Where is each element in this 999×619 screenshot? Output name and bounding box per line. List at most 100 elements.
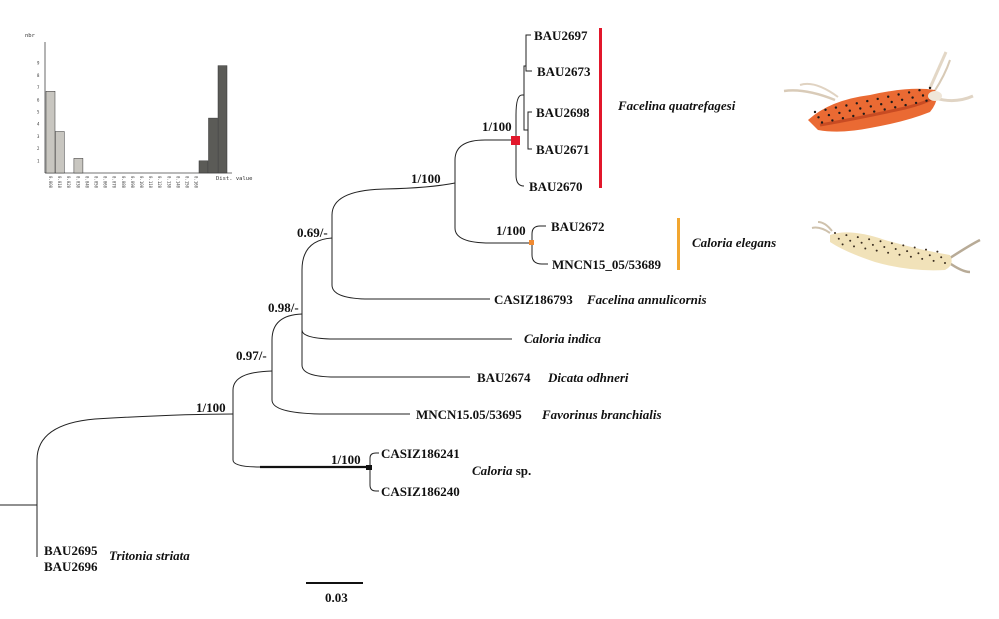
ingroup-branch xyxy=(36,413,234,505)
branch-casiz186240 xyxy=(369,467,379,492)
specimen-spot xyxy=(887,251,890,254)
support-values: 1/100 1/100 1/100 0.69/- 0.98/- 0.97/- 1… xyxy=(196,119,526,467)
histogram-x-tick: 0.030 xyxy=(75,176,80,189)
caloria-elegans-photo xyxy=(811,221,981,274)
histogram-y-label: nbr xyxy=(25,33,36,39)
tip-casiz186241: CASIZ186241 xyxy=(381,446,460,461)
specimen-spot xyxy=(864,247,867,250)
scale-bar-label: 0.03 xyxy=(325,590,348,605)
support-node-069: 0.69/- xyxy=(297,225,328,240)
histogram-x-tick: 0.010 xyxy=(57,176,62,189)
histogram-x-tick: 0.070 xyxy=(112,176,117,189)
specimen-spot xyxy=(841,117,845,120)
tip-mncn15-05-53689: MNCN15_05/53689 xyxy=(552,257,662,272)
histogram-x-tick: 0.110 xyxy=(148,176,153,189)
scale-bar: 0.03 xyxy=(306,582,363,605)
specimen-spot xyxy=(852,114,855,118)
specimen-spot xyxy=(859,107,862,110)
support-node-098: 0.98/- xyxy=(268,300,299,315)
tip-bau2674: BAU2674 xyxy=(477,370,531,385)
species-caloria-sp-genus: Caloria xyxy=(472,463,513,478)
histogram-y-tick: 1 xyxy=(37,158,40,163)
specimen-spot xyxy=(824,108,827,112)
species-tritonia-striata: Tritonia striata xyxy=(109,548,190,563)
histogram-bar-dark xyxy=(208,117,218,174)
quatrefagesi-node-marker xyxy=(511,136,520,145)
specimen-spot xyxy=(921,94,925,97)
histogram-x-tick: 0.160 xyxy=(194,176,199,189)
specimen-spot xyxy=(898,253,901,256)
branch-to-elegans xyxy=(454,183,532,244)
specimen-spot xyxy=(907,91,911,94)
histogram-x-tick: 0.020 xyxy=(66,176,71,189)
specimen-spot xyxy=(869,105,872,108)
specimen-spot xyxy=(890,100,893,104)
branch-to-069 xyxy=(301,237,333,314)
tree-branches xyxy=(0,34,548,557)
tip-labels: BAU2697 BAU2673 BAU2698 BAU2671 BAU2670 … xyxy=(44,28,662,574)
specimen-spot xyxy=(936,250,939,253)
specimen-spot xyxy=(834,232,836,234)
specimen-spot xyxy=(932,259,935,262)
histogram-y-tick: 5 xyxy=(37,110,40,115)
tip-bau2695: BAU2695 xyxy=(44,543,98,558)
specimen-spot xyxy=(904,103,907,107)
specimen-spot xyxy=(845,104,848,107)
branch-to-quatrefagesi xyxy=(454,139,516,183)
branch-caloria-indica xyxy=(301,314,512,340)
specimen-spot xyxy=(820,121,824,124)
support-ingroup: 1/100 xyxy=(196,400,226,415)
specimen-spot xyxy=(925,248,927,251)
qf-upper xyxy=(515,94,524,140)
specimen-spot xyxy=(928,86,932,90)
tip-bau2697: BAU2697 xyxy=(534,28,588,43)
histogram-bar-dark xyxy=(198,160,209,174)
histogram-bar-dark xyxy=(217,65,228,174)
specimen-spot xyxy=(928,254,931,257)
specimen-spot xyxy=(817,116,820,119)
tip-bau2673: BAU2673 xyxy=(537,64,591,79)
tip-bau2670: BAU2670 xyxy=(529,179,582,194)
branch-bau2698 xyxy=(527,111,532,130)
specimen-spot xyxy=(868,238,871,241)
branch-bau2697 xyxy=(525,34,531,66)
histogram-x-tick: 0.040 xyxy=(84,176,89,189)
histogram-x-tick: 0.090 xyxy=(130,176,135,189)
specimen-spot xyxy=(894,106,897,109)
species-caloria-indica: Caloria indica xyxy=(524,331,601,346)
histogram-x-label: Dist. value xyxy=(216,176,252,182)
histogram-y-tick: 3 xyxy=(37,134,40,139)
histogram-bar-light xyxy=(45,91,56,174)
specimen-spot xyxy=(845,234,848,237)
specimen-spot xyxy=(827,113,831,117)
species-dicata-odhneri: Dicata odhneri xyxy=(547,370,629,385)
support-quatrefagesi: 1/100 xyxy=(482,119,512,134)
species-facelina-annulicornis: Facelina annulicornis xyxy=(586,292,707,307)
tip-bau2698: BAU2698 xyxy=(536,105,590,120)
histogram-x-tick: 0.120 xyxy=(157,176,162,189)
specimen-spot xyxy=(917,252,920,255)
species-facelina-quatrefagesi: Facelina quatrefagesi xyxy=(617,98,736,113)
histogram-x-tick: 0.000 xyxy=(48,176,53,189)
histogram-y-tick: 2 xyxy=(37,146,40,151)
specimen-spot xyxy=(897,93,900,96)
specimen-spot xyxy=(880,103,883,106)
elegans-clade-bar xyxy=(677,218,680,270)
specimen-spot xyxy=(918,89,921,92)
histogram-x-tick: 0.150 xyxy=(185,176,190,189)
histogram-y-tick: 8 xyxy=(37,73,40,78)
specimen-spot xyxy=(855,102,858,105)
specimen-spot xyxy=(860,241,863,244)
histogram-bar-light xyxy=(55,131,65,174)
specimen-spot xyxy=(841,243,844,246)
specimen-spot xyxy=(911,96,914,99)
specimen-spot xyxy=(849,239,852,242)
specimen-spot xyxy=(862,112,865,116)
support-caloria-sp: 1/100 xyxy=(331,452,361,467)
specimen-spot xyxy=(925,99,928,102)
tip-bau2672: BAU2672 xyxy=(551,219,604,234)
branch-to-facelina-caloria xyxy=(331,182,456,238)
histogram-y-tick: 9 xyxy=(37,61,40,66)
branch-annulicornis xyxy=(331,238,490,300)
histogram-x-tick: 0.060 xyxy=(103,176,108,189)
